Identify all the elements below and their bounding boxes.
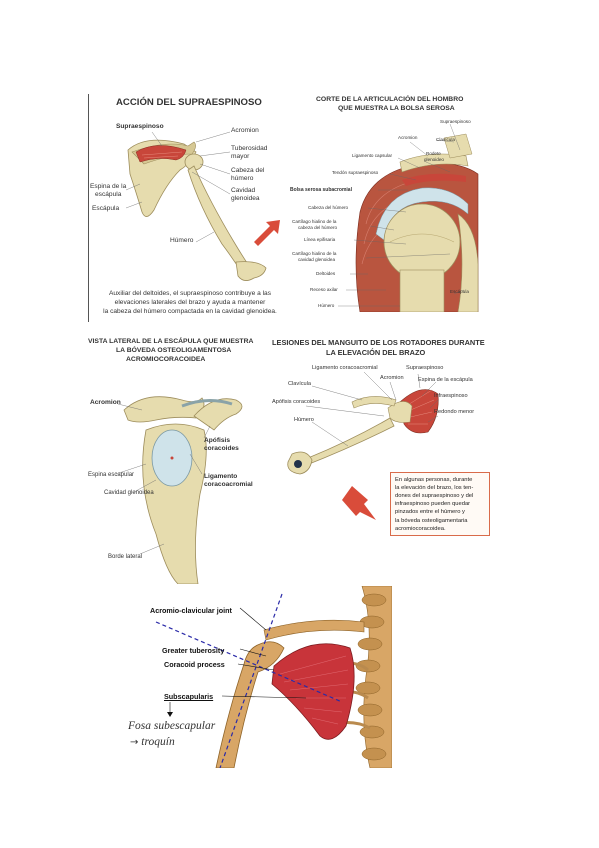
label-cabeza-2: húmero <box>231 175 254 182</box>
note-line-1: En algunas personas, durante <box>395 477 473 483</box>
label-cartilago-cabeza-2: cabeza del húmero <box>298 225 338 230</box>
label-apofisis: Apófisis coracoides <box>272 399 321 405</box>
panel3-title-1: VISTA LATERAL DE LA ESCÁPULA QUE MUESTRA <box>88 338 254 345</box>
label-borde: Borde lateral <box>108 554 143 560</box>
label-tuberosidad-1: Tuberosidad <box>231 145 268 152</box>
note-troquin-line: → troquín <box>130 736 175 748</box>
label-cabeza: Cabeza del húmero <box>308 205 349 210</box>
label-linea-epifisaria: Línea epifisaria <box>304 237 336 242</box>
label-tuberosidad-2: mayor <box>231 153 250 160</box>
label-apofisis-1: Apófisis <box>204 437 231 444</box>
label-tendon: Tendón supraespinoso <box>332 170 379 175</box>
label-cartilago-cabeza-1: Cartílago hialino de la <box>292 219 337 224</box>
label-escapula: Escápula <box>92 205 120 212</box>
label-ligamento: Ligamento coracoacromial <box>312 365 378 371</box>
label-coracoid-process: Coracoid process <box>164 660 225 669</box>
label-humero: Húmero <box>170 237 194 244</box>
label-cavidad: Cavidad glenoidea <box>104 490 154 496</box>
panel1-title: ACCIÓN DEL SUPRAESPINOSO <box>116 97 262 108</box>
panel1-caption: Auxiliar del deltoides, el supraespinoso… <box>100 290 280 317</box>
label-ligamento-capsular: Ligamento capsular <box>352 153 393 158</box>
label-greater-tuberosity: Greater tuberosity <box>162 646 225 655</box>
label-deltoides: Deltoides <box>316 271 336 276</box>
panel-rotator-cuff-lesions: LESIONES DEL MANGUITO DE LOS ROTADORES D… <box>272 336 500 536</box>
panel-left-rule <box>88 94 89 322</box>
label-bolsa: Bolsa serosa subacromial <box>290 187 352 193</box>
note-line-5: pinzados entre el húmero y <box>395 509 465 516</box>
label-acromion: Acromion <box>380 375 404 381</box>
label-ligamento-2: coracoacromial <box>204 481 253 488</box>
label-clavicula: Clavícula <box>288 381 312 387</box>
rotator-cuff-illustration <box>287 371 439 475</box>
panel2-title-1: CORTE DE LA ARTICULACIÓN DEL HOMBRO <box>316 96 464 103</box>
section-illustration <box>338 123 479 312</box>
label-acromion: Acromion <box>398 135 418 140</box>
label-rodete-1: Rodete <box>426 151 441 156</box>
label-espina: Espina escapular <box>88 472 135 478</box>
shoulder-bone-illustration <box>125 131 267 281</box>
label-espina: Espina de la escápula <box>418 377 473 383</box>
scapula-lateral-illustration <box>115 396 243 584</box>
label-rodete-2: glenoideo <box>424 157 444 162</box>
panel3-title-2: LA BÓVEDA OSTEOLIGAMENTOSA <box>116 347 232 354</box>
arrow-right-icon: → <box>130 737 139 748</box>
label-receso: Receso axilar <box>310 287 338 292</box>
panel-scapula-lateral: VISTA LATERAL DE LA ESCÁPULA QUE MUESTRA… <box>86 334 266 584</box>
caption-line-2: elevaciones laterales del brazo y ayuda … <box>114 298 266 306</box>
note-line-6: la bóveda osteoligamentaria <box>395 517 468 524</box>
label-supraespinoso: Supraespinoso <box>116 123 164 130</box>
panel4-title-1: LESIONES DEL MANGUITO DE LOS ROTADORES D… <box>272 338 485 347</box>
label-cartilago-glenoidea-2: cavidad glenoidea <box>298 257 336 262</box>
label-apofisis-2: coracoides <box>204 445 239 452</box>
label-acromion: Acromion <box>90 399 121 406</box>
caption-line-1: Auxiliar del deltoides, el supraespinoso… <box>108 290 271 297</box>
label-humero: Húmero <box>318 303 335 308</box>
label-supraespinoso: Supraespinoso <box>406 365 444 371</box>
label-ac-joint: Acromio-clavicular joint <box>150 606 232 615</box>
label-ligamento-1: Ligamento <box>204 473 238 480</box>
label-infraespinoso: Infraespinoso <box>434 393 468 399</box>
note-troquin: troquín <box>141 736 175 748</box>
label-cartilago-glenoidea-1: Cartílago hialino de la <box>292 251 337 256</box>
label-clavicula: Clavícula <box>436 137 455 142</box>
caption-line-3: la cabeza del húmero compactada en la ca… <box>103 307 277 315</box>
subscapularis-illustration <box>124 586 392 768</box>
panel4-title-2: LA ELEVACIÓN DEL BRAZO <box>326 348 426 357</box>
lesion-note-box: En algunas personas, durante la elevació… <box>390 472 490 536</box>
panel-supraespinoso-action: ACCIÓN DEL SUPRAESPINOSO Supraespinoso A… <box>86 92 281 324</box>
label-cavidad-2: glenoidea <box>231 195 260 202</box>
note-line-2: la elevación del brazo, los ten- <box>395 485 474 492</box>
note-line-4: infraespinoso pueden quedar <box>395 501 471 508</box>
label-humero: Húmero <box>294 417 314 423</box>
panel3-title-3: ACROMIOCORACOIDEA <box>126 356 206 363</box>
label-subscapularis: Subscapularis <box>164 692 214 701</box>
label-espina-1: Espina de la <box>90 183 127 190</box>
note-line-3: dones del supraespinoso y del <box>395 493 474 500</box>
panel2-title-2: QUE MUESTRA LA BOLSA SEROSA <box>338 105 455 112</box>
panel-subscapularis: Acromio-clavicular joint Greater tuberos… <box>124 586 392 768</box>
note-line-7: acromiocoracoidea. <box>395 525 446 532</box>
label-acromion: Acromion <box>231 127 259 134</box>
note-fosa-subescapular: Fosa subescapular <box>128 720 216 732</box>
label-escapula: Escápula <box>450 289 469 294</box>
label-cabeza-1: Cabeza del <box>231 167 265 174</box>
label-espina-2: escápula <box>95 191 122 198</box>
panel-shoulder-section: CORTE DE LA ARTICULACIÓN DEL HOMBRO QUE … <box>290 94 480 312</box>
label-supraespinoso: Supraespinoso <box>440 119 471 124</box>
label-cavidad-1: Cavidad <box>231 187 256 194</box>
label-redondo: Redondo menor <box>434 409 475 415</box>
